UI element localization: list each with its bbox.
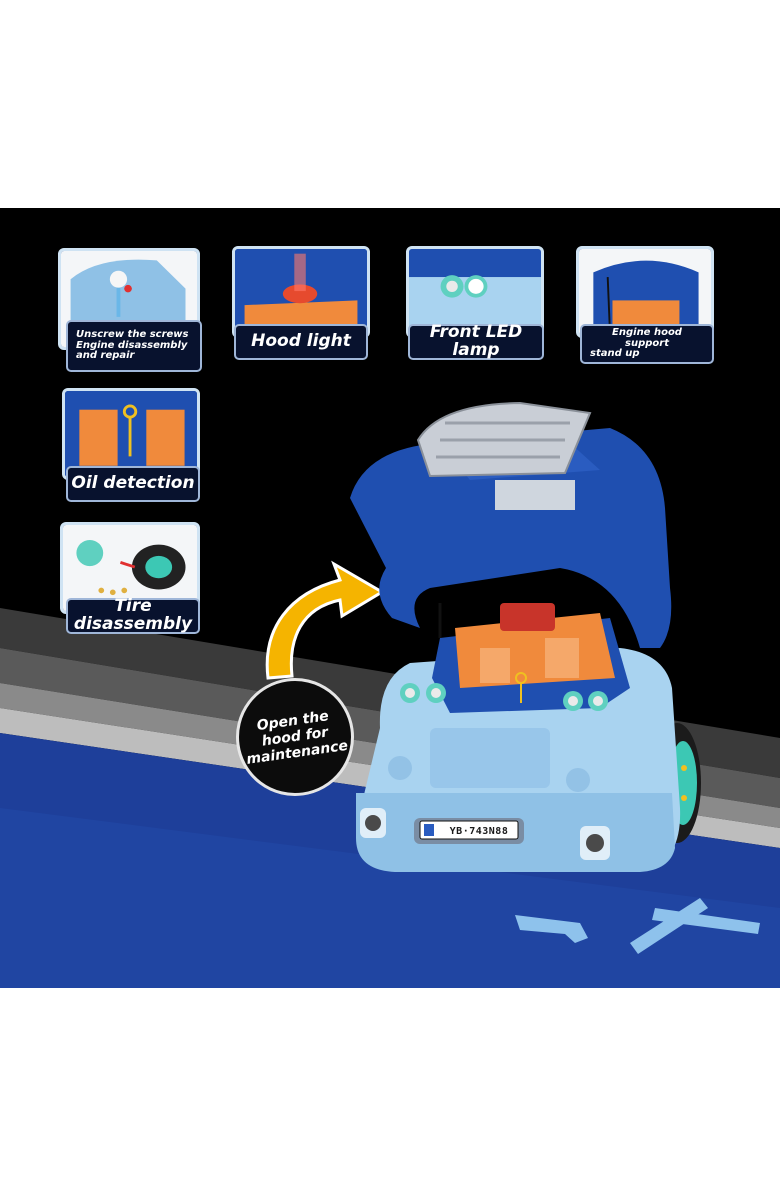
caption-line: Engine hood support bbox=[612, 327, 682, 349]
feature-caption-hood-light: Hood light bbox=[234, 324, 368, 360]
feature-image-hood-support bbox=[576, 246, 714, 338]
caption-line: Tire disassembly bbox=[73, 596, 193, 634]
caption-line: and repair bbox=[76, 350, 135, 362]
caption-line: Front LED lamp bbox=[429, 322, 523, 360]
feature-image-hood-light bbox=[232, 246, 370, 338]
caption-line: Unscrew the screws bbox=[76, 329, 189, 341]
feature-caption-screws: Unscrew the screws Engine disassembly an… bbox=[66, 320, 202, 372]
feature-caption-tire: Tire disassembly bbox=[66, 596, 200, 634]
caption-line: Oil detection bbox=[71, 473, 195, 494]
caption-line: Engine disassembly bbox=[76, 339, 188, 351]
feature-caption-front-led: Front LED lamp bbox=[408, 322, 544, 360]
product-photo: Unscrew the screws Engine disassembly an… bbox=[0, 208, 780, 988]
feature-image-oil bbox=[62, 388, 200, 480]
feature-caption-oil: Oil detection bbox=[66, 466, 200, 502]
caption-line: stand up bbox=[590, 348, 640, 360]
caption-line: Hood light bbox=[251, 331, 351, 352]
license-plate-text: YB·743N88 bbox=[449, 825, 509, 837]
feature-caption-hood-support: Engine hood support stand up bbox=[580, 324, 714, 364]
